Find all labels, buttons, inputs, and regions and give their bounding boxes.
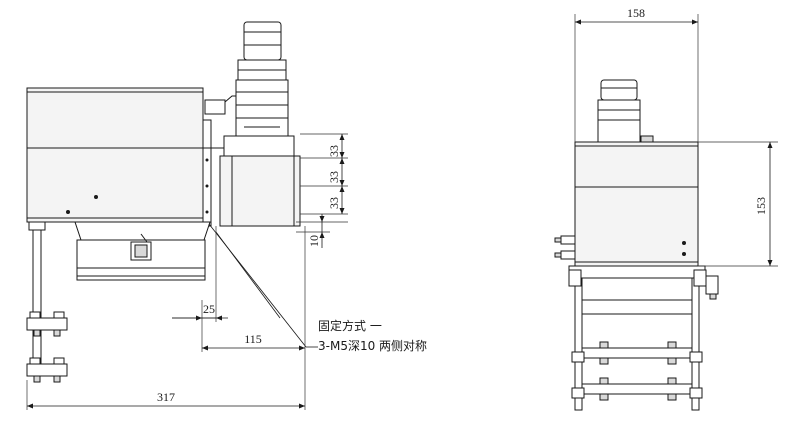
- side-connector: [204, 99, 226, 115]
- side-view-dimensions: 33 33 33 10 25 115 317: [26, 133, 348, 410]
- front-lower-plate: [568, 265, 706, 279]
- front-screw: [682, 252, 686, 256]
- side-mount-bracket: [202, 119, 212, 227]
- dim-10: 10: [307, 235, 321, 247]
- side-rod-clamp-lower: [26, 357, 68, 383]
- dim-153: 153: [754, 197, 768, 215]
- front-main-housing: [574, 141, 699, 267]
- side-lens-barrel: [243, 21, 282, 61]
- side-field-lens-top: [74, 221, 211, 241]
- front-rod-clamp-lower: [571, 377, 703, 401]
- housing-indicator: [94, 195, 98, 199]
- dim-317: 317: [157, 390, 175, 404]
- front-side-knobs: [554, 235, 576, 260]
- front-connector: [640, 135, 654, 143]
- housing-screw: [66, 210, 70, 214]
- note-line-1: 固定方式 一: [318, 318, 382, 333]
- side-clamp-knob: [134, 244, 148, 258]
- dim-33-b: 33: [327, 171, 341, 183]
- side-view: [26, 21, 307, 383]
- side-camera-body: [235, 79, 289, 119]
- mounting-note: 固定方式 一 3-M5深10 两侧对称: [318, 318, 427, 353]
- front-view-dimensions: 158 153: [574, 6, 778, 267]
- dim-158: 158: [627, 6, 645, 20]
- dim-33-c: 33: [327, 197, 341, 209]
- note-line-2: 3-M5深10 两侧对称: [318, 339, 427, 353]
- front-indicator: [682, 241, 686, 245]
- front-view: [554, 79, 719, 411]
- side-rod-cap: [28, 221, 46, 231]
- side-main-housing: [26, 87, 204, 223]
- dim-115: 115: [244, 332, 262, 346]
- side-rod-clamp-upper: [26, 311, 68, 337]
- front-field-lens: [581, 277, 693, 315]
- side-adapter-plate: [223, 135, 295, 157]
- side-laser-head: [219, 155, 301, 227]
- dim-33-a: 33: [327, 145, 341, 157]
- front-rod-clamp-upper: [571, 341, 703, 365]
- front-camera-body: [597, 119, 641, 143]
- dim-25: 25: [203, 302, 215, 316]
- front-lens-top: [600, 79, 638, 101]
- side-vertical-rod: [32, 225, 42, 367]
- front-side-clamp: [705, 275, 719, 295]
